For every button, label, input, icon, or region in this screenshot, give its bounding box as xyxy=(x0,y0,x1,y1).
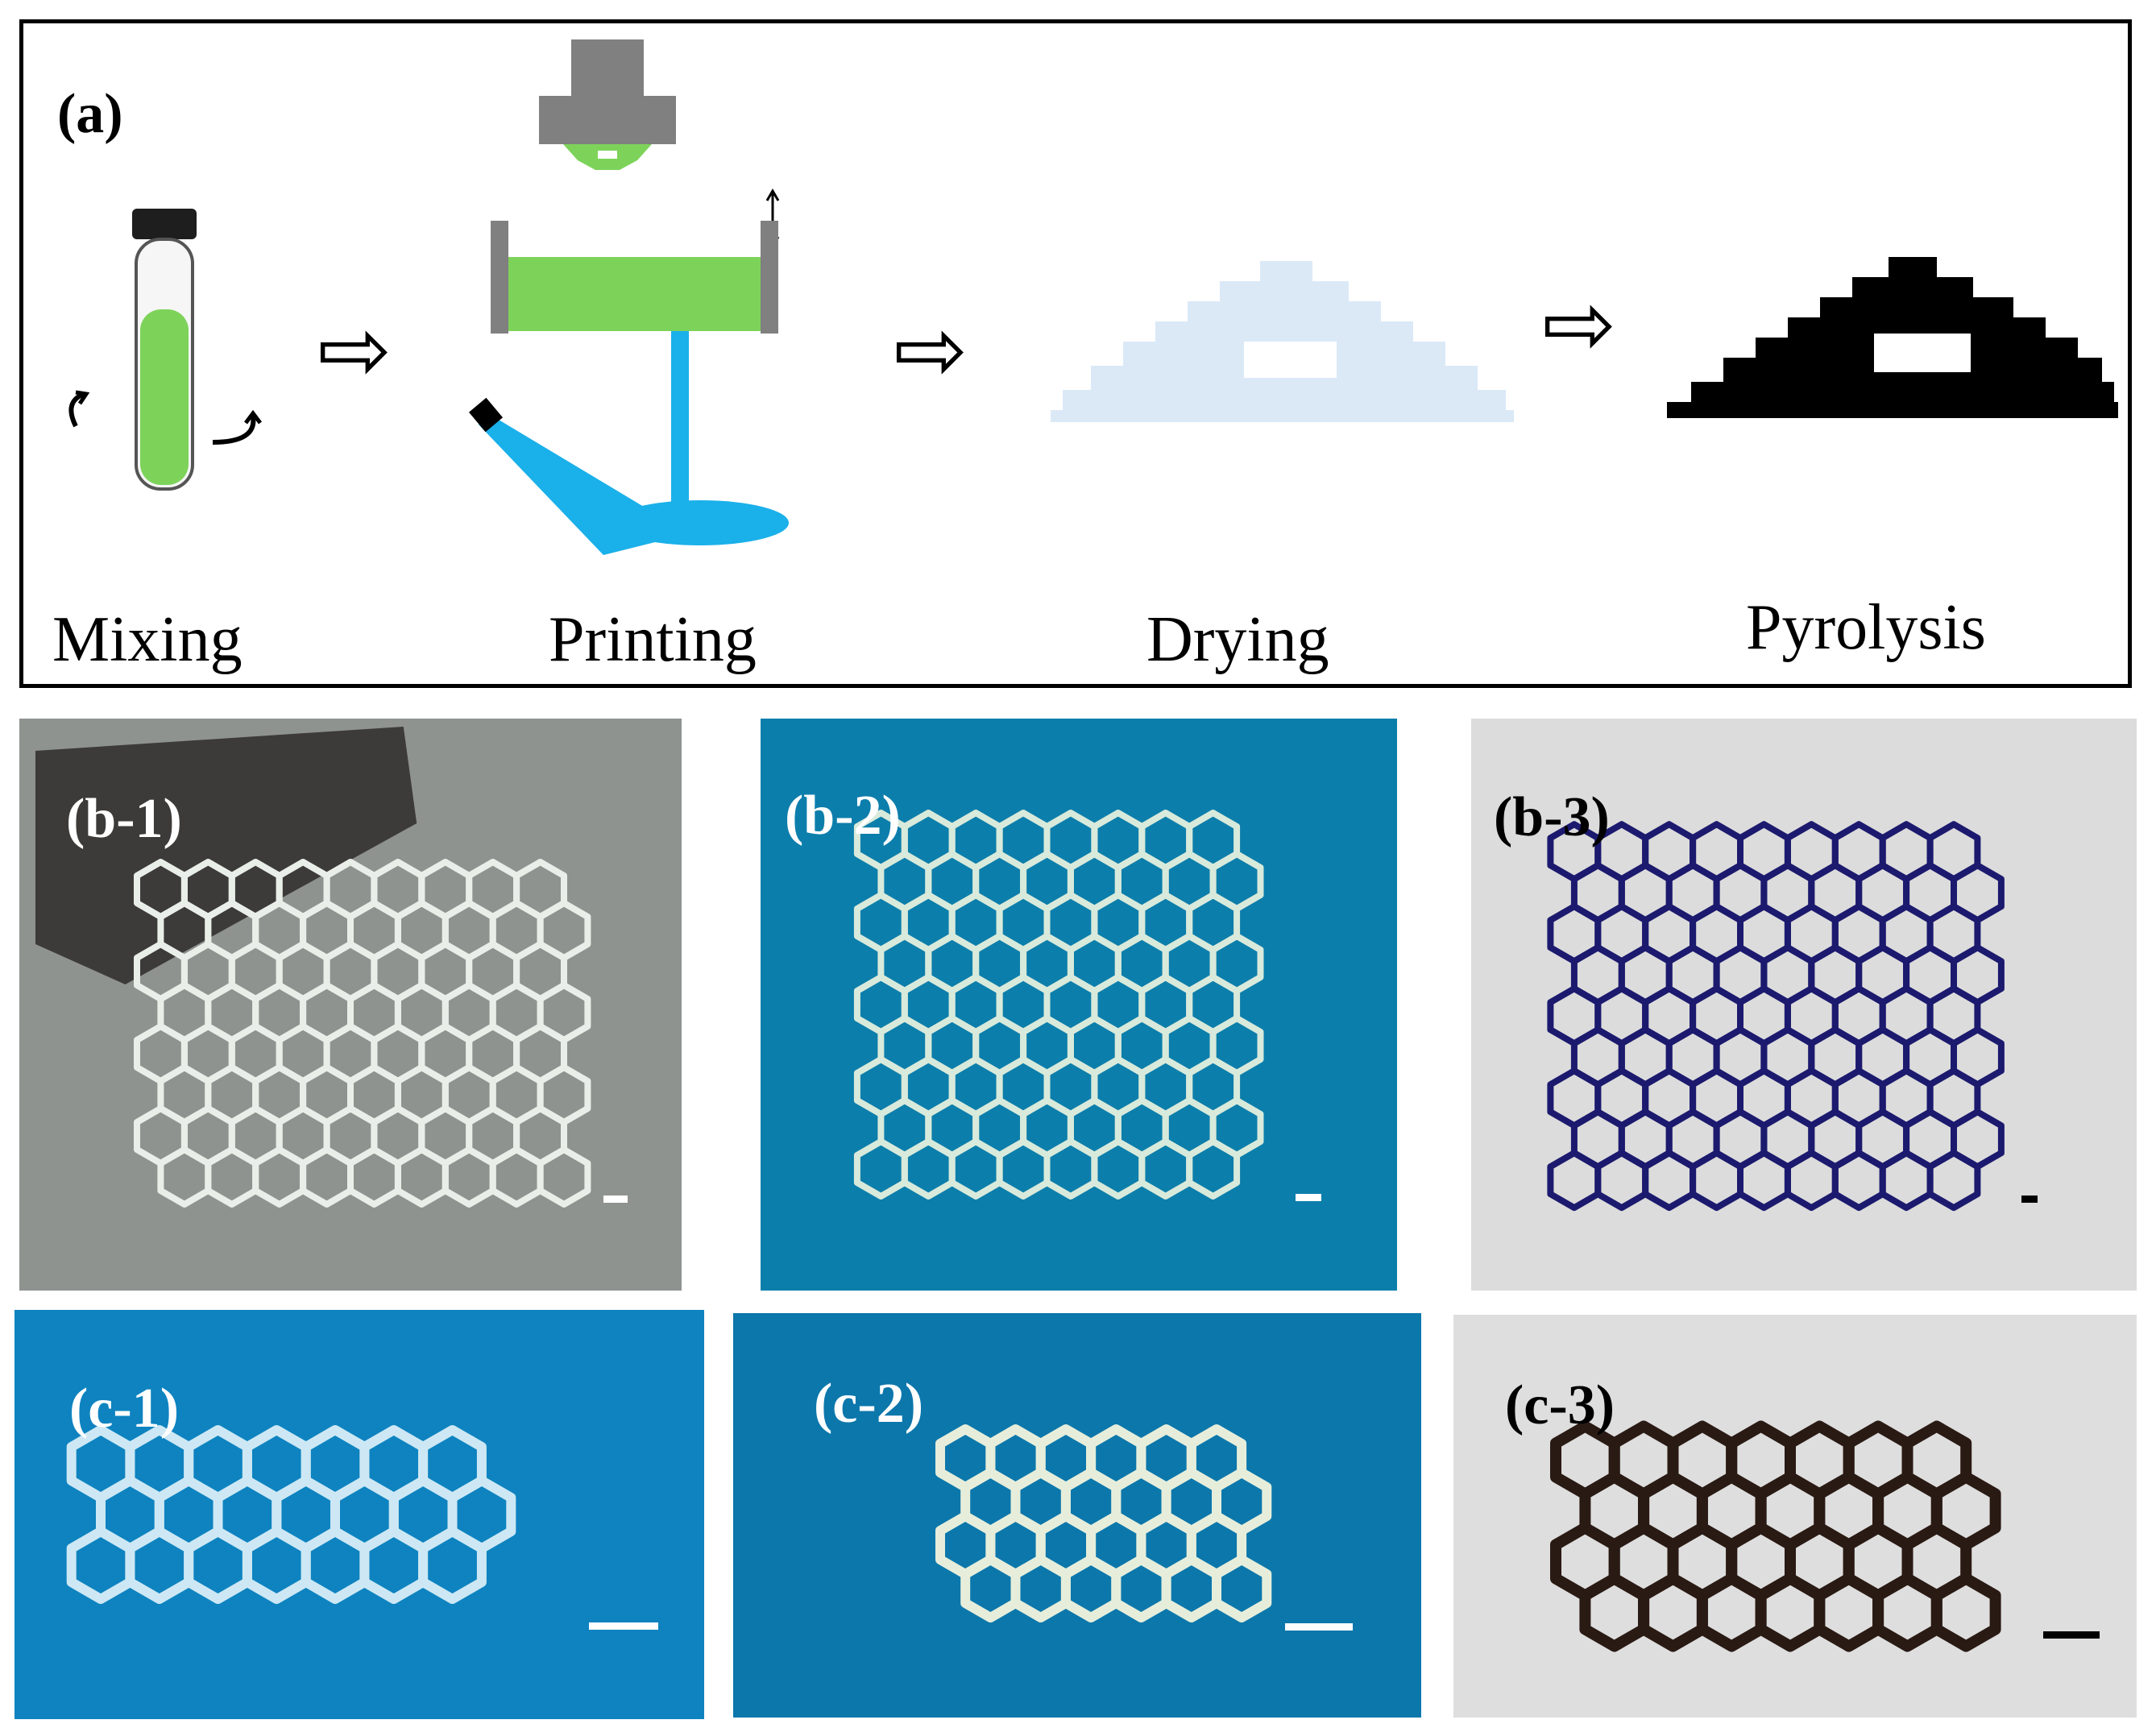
projector-light-cone xyxy=(479,415,668,555)
panel-label-c-1: (c-1) xyxy=(69,1378,180,1440)
lattice-structure xyxy=(134,859,591,1208)
photo-background xyxy=(733,1313,1421,1718)
vial-cap xyxy=(132,209,197,239)
process-schematic-panel: (a) Mixing ⇨ Printing ⇨ Drying ⇨ xyxy=(19,19,2132,688)
scale-bar xyxy=(603,1196,628,1203)
uv-projector-icon xyxy=(468,397,504,433)
lattice-cell xyxy=(418,1527,487,1604)
scale-bar xyxy=(589,1622,658,1630)
process-arrow-icon: ⇨ xyxy=(317,298,392,401)
build-plate xyxy=(539,96,676,144)
mixing-vial-illustration xyxy=(68,209,262,491)
lattice-cell xyxy=(537,1146,591,1208)
photo-background xyxy=(15,1310,704,1719)
lattice-cell xyxy=(1926,1150,1981,1212)
lattice-structure xyxy=(1547,821,2005,1212)
photo-b-2-image xyxy=(761,719,1397,1291)
photo-background xyxy=(1471,719,2137,1291)
step-label-pyrolysis: Pyrolysis xyxy=(1746,592,1986,663)
build-plate-photo xyxy=(35,727,417,984)
photo-b-3-image xyxy=(1471,719,2137,1291)
process-arrow-icon: ⇨ xyxy=(893,298,968,401)
scale-bar xyxy=(2021,1196,2038,1203)
photo-c-3-image xyxy=(1453,1315,2137,1718)
rotate-arrow-left-icon xyxy=(68,392,85,428)
photo-b-1: (b-1) xyxy=(19,719,682,1291)
vat-wall-left xyxy=(491,221,508,334)
scale-bar xyxy=(2043,1631,2100,1639)
lattice-structure xyxy=(1550,1420,2001,1652)
photo-c-1: (c-1) xyxy=(15,1310,704,1719)
rotate-arrow-right-icon xyxy=(212,416,256,445)
panel-label-b-3: (b-3) xyxy=(1494,786,1610,848)
photo-background xyxy=(1453,1315,2137,1718)
photo-b-2: (b-2) xyxy=(761,719,1397,1291)
photo-b-1-image xyxy=(19,719,682,1291)
vial-resin xyxy=(140,309,189,485)
process-arrow-icon: ⇨ xyxy=(1542,272,1617,375)
photo-b-3: (b-3) xyxy=(1471,719,2137,1291)
photo-c-1-image xyxy=(15,1310,704,1719)
step-label-mixing: Mixing xyxy=(52,604,243,675)
photo-c-3: (c-3) xyxy=(1453,1315,2137,1718)
resin-vat xyxy=(508,257,761,331)
lattice-cell xyxy=(1930,1573,2001,1652)
dried-part-illustration xyxy=(1051,261,1514,422)
printer-illustration xyxy=(468,39,789,555)
panel-label-b-1: (b-1) xyxy=(66,788,182,850)
uv-beam xyxy=(671,331,689,515)
step-label-printing: Printing xyxy=(549,604,757,675)
lattice-structure xyxy=(935,1424,1272,1622)
step-label-drying: Drying xyxy=(1146,604,1329,675)
lattice-cell xyxy=(1212,1555,1272,1622)
scale-bar xyxy=(1296,1194,1321,1201)
scale-bar xyxy=(1285,1623,1353,1631)
vat-wall-right xyxy=(761,221,778,334)
photo-c-2: (c-2) xyxy=(733,1313,1421,1718)
lattice-structure xyxy=(853,810,1264,1200)
panel-label-c-3: (c-3) xyxy=(1505,1374,1615,1436)
lattice-cell xyxy=(1186,1138,1241,1200)
panel-label-a: (a) xyxy=(57,83,123,145)
photo-c-2-image xyxy=(733,1313,1421,1718)
pyrolyzed-part-illustration xyxy=(1667,257,2118,418)
lattice-structure xyxy=(66,1425,516,1604)
panel-label-c-2: (c-2) xyxy=(814,1373,924,1435)
build-head-shaft xyxy=(571,39,644,96)
panel-label-b-2: (b-2) xyxy=(785,785,901,847)
